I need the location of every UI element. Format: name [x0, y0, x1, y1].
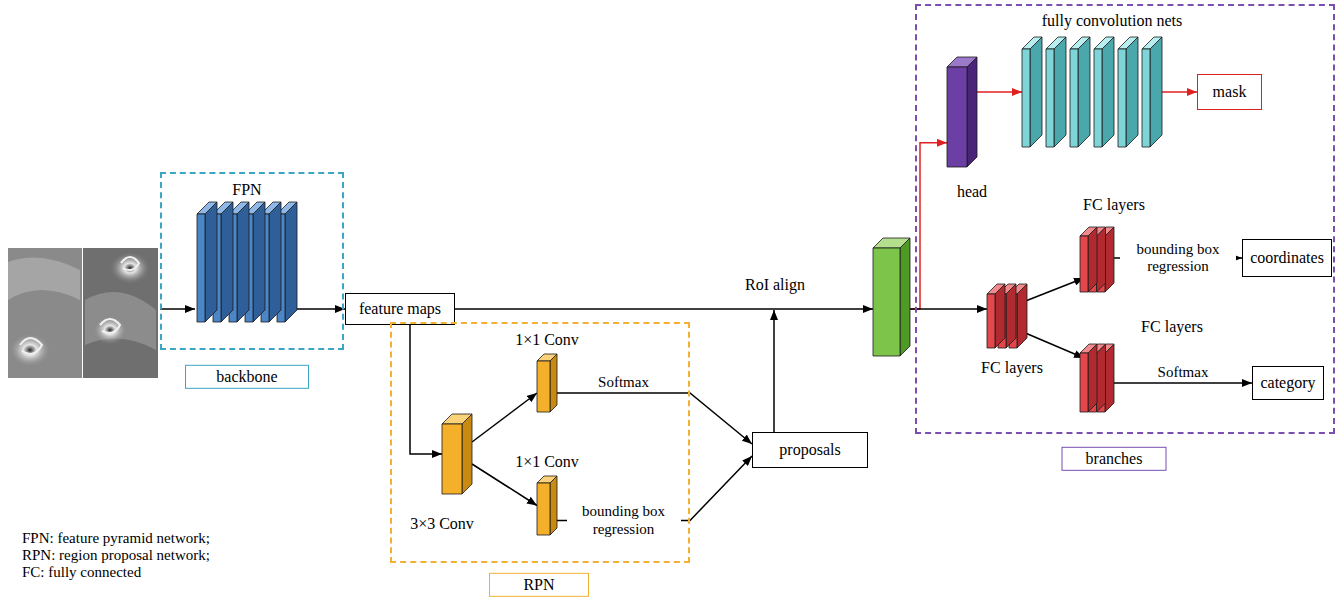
connector	[410, 325, 442, 454]
connector	[1162, 91, 1197, 93]
satellite-image	[8, 248, 158, 378]
box-label: mask	[1213, 83, 1247, 101]
layer-label: 1×1 Conv	[515, 331, 579, 349]
conv-layer: 1×1 Conv	[537, 354, 557, 412]
edge-label: Softmax	[598, 374, 649, 391]
layer-label: FC layers	[1141, 318, 1203, 336]
roi-align-layer: RoI align	[873, 238, 910, 356]
connector	[455, 308, 873, 310]
fc-stack: FC layers	[1080, 344, 1114, 412]
connector	[472, 393, 537, 442]
layer-slabs	[873, 238, 910, 356]
connector	[297, 308, 345, 310]
layer-label: fully convolution nets	[1042, 12, 1182, 30]
branches-region: branchesheadfully convolution netsmaskFC…	[915, 4, 1335, 434]
layer-slabs	[987, 284, 1027, 348]
connector	[1023, 278, 1084, 302]
output-box: coordinates	[1242, 239, 1332, 277]
backbone-region: backboneFPN	[160, 172, 344, 350]
conv-layer: 3×3 Conv	[442, 414, 472, 494]
layer-slabs	[442, 414, 472, 494]
region-label: RPN	[489, 573, 589, 597]
connector	[1023, 332, 1084, 358]
edge-label: bounding box regression	[567, 503, 681, 538]
layer-label: RoI align	[745, 276, 805, 294]
fc-stack: FC layers	[987, 284, 1027, 348]
layer-label: 1×1 Conv	[515, 453, 579, 471]
fcn-stack: fully convolution nets	[1022, 37, 1162, 147]
box-label: category	[1260, 374, 1315, 392]
region-label: backbone	[185, 365, 309, 389]
box-label: feature maps	[359, 300, 441, 318]
output-box: mask	[1197, 74, 1262, 110]
head-layer: head	[947, 57, 977, 167]
box-label: coordinates	[1250, 249, 1324, 267]
edge-label: bounding box regression	[1120, 241, 1236, 276]
box-label: proposals	[779, 441, 840, 459]
abbreviation-note: RPN: region proposal network;	[22, 547, 210, 564]
connector	[472, 464, 537, 506]
connector	[977, 91, 1022, 93]
layer-label: head	[957, 183, 987, 201]
layer-slabs	[1080, 227, 1114, 292]
layer-slabs	[537, 354, 557, 412]
conv-layer: 1×1 Conv	[537, 476, 557, 535]
layer-label: FC layers	[1083, 196, 1145, 214]
layer-slabs	[947, 57, 977, 167]
layer-slabs	[1022, 37, 1162, 147]
connector	[1114, 382, 1252, 384]
proposals-box: proposals	[752, 432, 868, 468]
layer-slabs	[197, 202, 297, 322]
layer-slabs	[537, 476, 557, 535]
connector	[557, 393, 752, 444]
layer-slabs	[1080, 344, 1114, 412]
fpn-stack: FPN	[197, 202, 297, 322]
fc-stack: FC layers	[1080, 227, 1114, 292]
layer-label: 3×3 Conv	[410, 515, 474, 533]
layer-label: FPN	[232, 181, 261, 199]
connector	[773, 310, 775, 432]
abbreviation-note: FC: fully connected	[22, 564, 141, 581]
input-arrow	[160, 308, 195, 310]
connector	[910, 308, 987, 310]
layer-label: FC layers	[981, 359, 1043, 377]
output-box: category	[1252, 366, 1324, 400]
abbreviation-note: FPN: feature pyramid network;	[22, 530, 210, 547]
feature-box: feature maps	[345, 293, 455, 325]
region-label: branches	[1062, 447, 1167, 471]
edge-label: Softmax	[1158, 364, 1209, 381]
